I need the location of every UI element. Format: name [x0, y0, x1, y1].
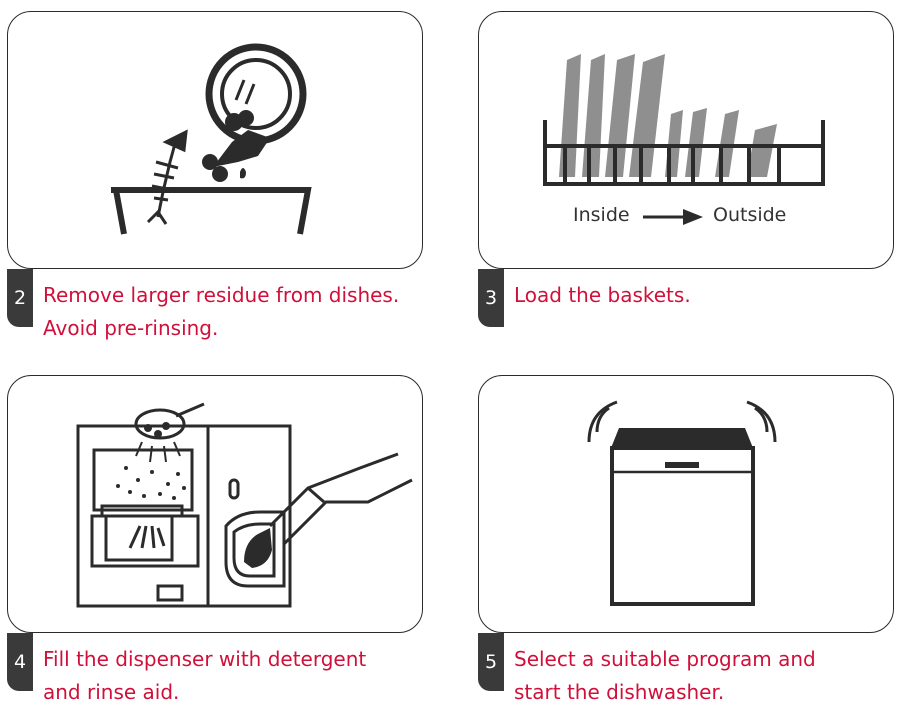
step-number-tab: 4 — [7, 633, 33, 691]
caption-line-2: start the dishwasher. — [514, 680, 725, 704]
rack-label-outside: Outside — [713, 204, 787, 226]
rack-label-inside: Inside — [573, 204, 630, 226]
step-2: 2 Remove larger residue from dishes. Avo… — [7, 11, 427, 340]
step-2-illustration-card — [7, 11, 423, 269]
step-4-caption: Fill the dispenser with detergent and ri… — [43, 643, 366, 709]
step-5: 5 Select a suitable program and start th… — [478, 375, 898, 704]
scrape-dish-icon — [111, 43, 312, 235]
step-3-caption: Load the baskets. — [514, 279, 691, 312]
dish-rack-icon — [543, 54, 825, 225]
dishwasher-icon — [587, 400, 777, 606]
step-number-tab: 5 — [478, 633, 504, 691]
caption-line-2: Avoid pre-rinsing. — [43, 316, 219, 340]
caption-line-1: Select a suitable program and — [514, 647, 816, 671]
step-2-caption: Remove larger residue from dishes. Avoid… — [43, 279, 399, 345]
step-3: Inside Outside 3 Load the baskets. — [478, 11, 898, 327]
caption-line-1: Load the baskets. — [514, 283, 691, 307]
detergent-dispenser-icon — [76, 402, 413, 608]
caption-line-1: Remove larger residue from dishes. — [43, 283, 400, 307]
step-5-illustration-card — [478, 375, 894, 633]
step-4: 4 Fill the dispenser with detergent and … — [7, 375, 427, 704]
caption-line-2: and rinse aid. — [43, 680, 180, 704]
caption-line-1: Fill the dispenser with detergent — [43, 647, 367, 671]
step-number-tab: 3 — [478, 269, 504, 327]
step-4-illustration-card — [7, 375, 423, 633]
step-number-tab: 2 — [7, 269, 33, 327]
step-3-illustration-card: Inside Outside — [478, 11, 894, 269]
step-5-caption: Select a suitable program and start the … — [514, 643, 816, 709]
